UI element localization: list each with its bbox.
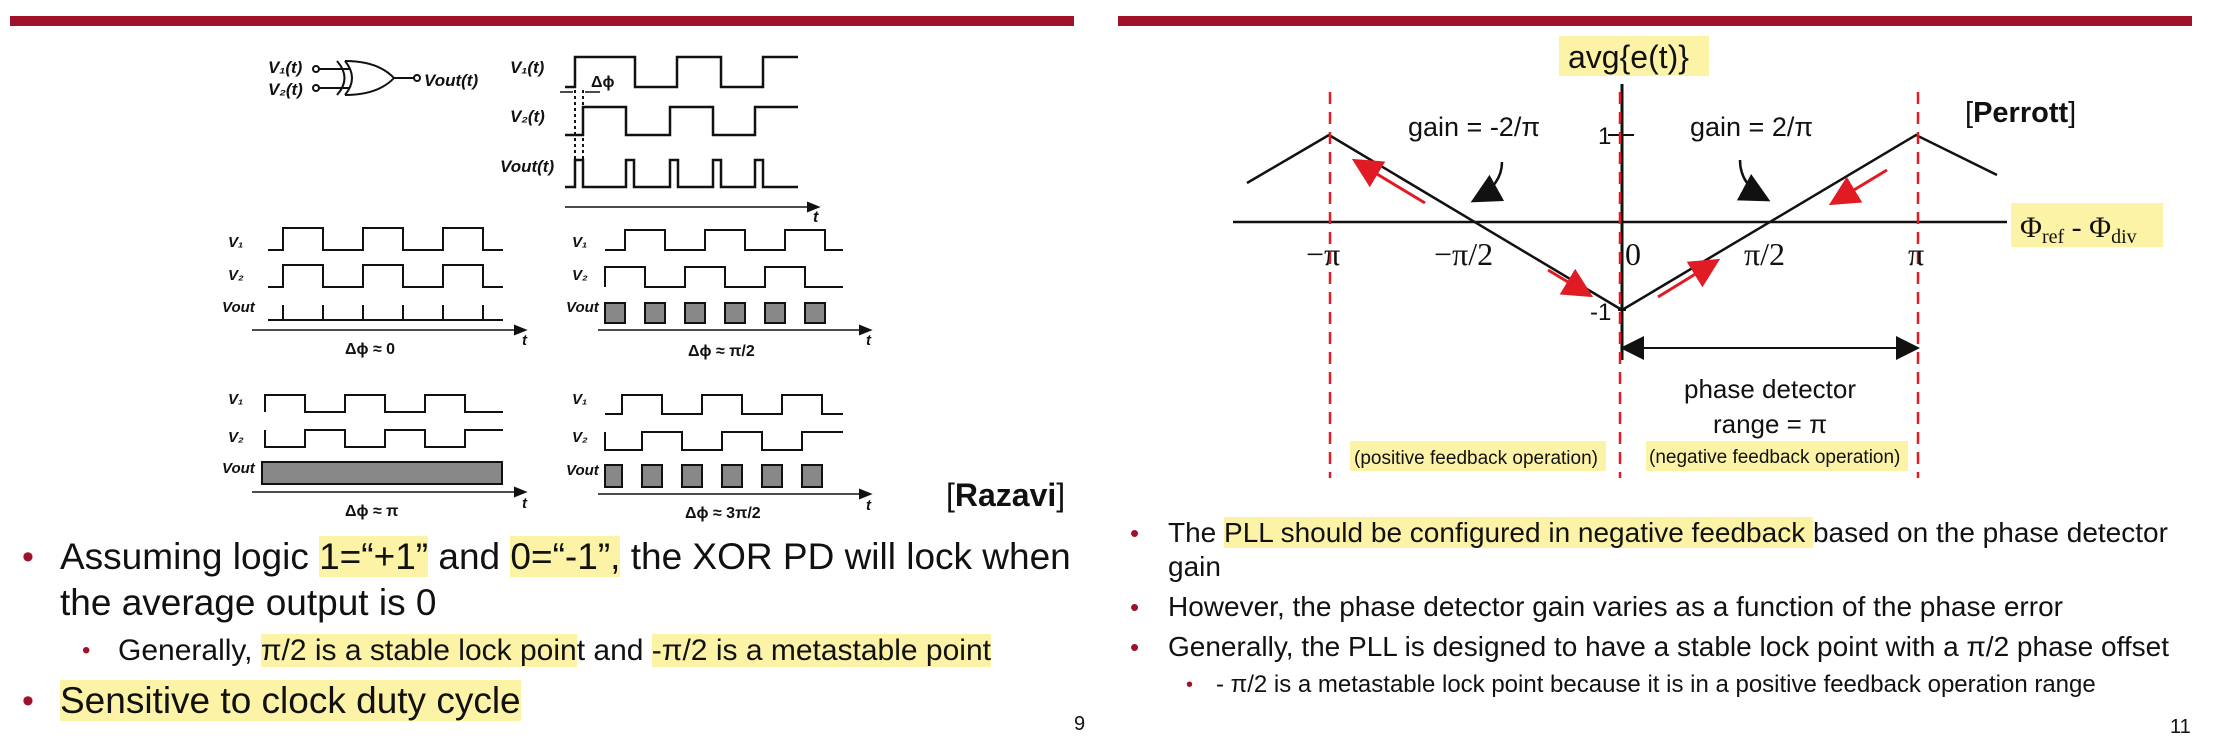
range-label-line2: range = π <box>1713 409 1827 439</box>
bullet-gain-varies: However, the phase detector gain varies … <box>1124 590 2209 624</box>
left-bullet-list: Assuming logic 1=“+1” and 0=“-1”, the XO… <box>20 534 1080 728</box>
bullet-lock-condition: Assuming logic 1=“+1” and 0=“-1”, the XO… <box>20 534 1080 626</box>
gain-pos-label: gain = 2/π <box>1690 112 1813 142</box>
p4-vout-label: Vout <box>566 462 600 479</box>
p3-v1-label: V₁ <box>228 391 243 408</box>
x-tick-0: 0 <box>1625 236 1641 272</box>
caption-dphi-pi: Δϕ ≈ π <box>345 503 398 520</box>
bullet-metastable: - π/2 is a metastable lock point because… <box>1124 670 2209 700</box>
page-number: 11 <box>2170 716 2191 738</box>
timing-vout-label: Vout(t) <box>500 157 554 176</box>
slide-header-bar <box>1118 16 2192 26</box>
p3-v2-label: V₂ <box>228 429 244 446</box>
time-axis-label: t <box>813 209 819 226</box>
range-label-line1: phase detector <box>1684 374 1856 404</box>
pd-transfer-plot: avg{e(t)} Φref - Φdiv 1 -1 −π −π/2 0 π/2… <box>1233 36 2163 478</box>
bullet-negative-feedback: The PLL should be configured in negative… <box>1124 516 2209 584</box>
p4-v1-label: V₁ <box>572 391 587 408</box>
positive-feedback-label: (positive feedback operation) <box>1354 448 1598 469</box>
caption-dphi-pi-2: Δϕ ≈ π/2 <box>688 343 755 360</box>
x-tick-neg-pi-2: −π/2 <box>1434 236 1493 272</box>
slide-left: V₁(t) V₂(t) Vout(t) V₁(t) V₂(t) Vout(t) … <box>0 0 1100 756</box>
delta-phi-label: Δϕ <box>591 74 615 91</box>
x-tick-pi-2: π/2 <box>1744 236 1785 272</box>
bullet-stable-lock-point: Generally, π/2 is a stable lock point an… <box>20 630 1080 672</box>
p1-v1-label: V₁ <box>228 234 243 251</box>
x-axis-label: Φref - Φdiv <box>2020 211 2137 248</box>
caption-dphi-3pi-2: Δϕ ≈ 3π/2 <box>685 505 761 522</box>
negative-feedback-label: (negative feedback operation) <box>1649 447 1900 468</box>
y-tick-1: 1 <box>1598 123 1611 150</box>
gain-neg-label: gain = -2/π <box>1408 112 1540 142</box>
bullet-duty-cycle: Sensitive to clock duty cycle <box>20 678 1080 724</box>
slide-right: avg{e(t)} Φref - Φdiv 1 -1 −π −π/2 0 π/2… <box>1110 0 2213 756</box>
gate-input-2-label: V₂(t) <box>268 80 303 99</box>
bullet-stable-lock: Generally, the PLL is designed to have a… <box>1124 630 2209 664</box>
p1-v2-label: V₂ <box>228 267 244 284</box>
p2-time-label: t <box>866 332 872 349</box>
x-tick-neg-pi: −π <box>1306 236 1340 272</box>
p1-vout-label: Vout <box>222 299 256 316</box>
page-number: 9 <box>1074 713 1086 735</box>
gate-input-1-label: V₁(t) <box>268 58 303 77</box>
xor-pd-figure: V₁(t) V₂(t) Vout(t) V₁(t) V₂(t) Vout(t) … <box>222 55 873 522</box>
p2-v1-label: V₁ <box>572 234 587 251</box>
p3-time-label: t <box>522 495 528 512</box>
xor-gate-icon <box>312 60 421 96</box>
p4-time-label: t <box>866 497 872 514</box>
y-axis-label: avg{e(t)} <box>1568 39 1689 75</box>
y-tick-neg1: -1 <box>1590 299 1611 326</box>
timing-v1-label: V₁(t) <box>510 58 545 77</box>
timing-v2-label: V₂(t) <box>510 107 545 126</box>
caption-dphi-0: Δϕ ≈ 0 <box>345 341 395 358</box>
slide-header-bar <box>10 16 1074 26</box>
p1-time-label: t <box>522 332 528 349</box>
x-tick-pi: π <box>1908 236 1924 272</box>
p3-vout-label: Vout <box>222 460 256 477</box>
p2-vout-label: Vout <box>566 299 600 316</box>
citation-razavi: [Razavi] <box>946 477 1066 513</box>
gate-output-label: Vout(t) <box>424 71 478 90</box>
citation-perrott: [Perrott] <box>1965 97 2076 129</box>
p4-v2-label: V₂ <box>572 429 588 446</box>
right-bullet-list: The PLL should be configured in negative… <box>1124 516 2209 700</box>
p2-v2-label: V₂ <box>572 267 588 284</box>
